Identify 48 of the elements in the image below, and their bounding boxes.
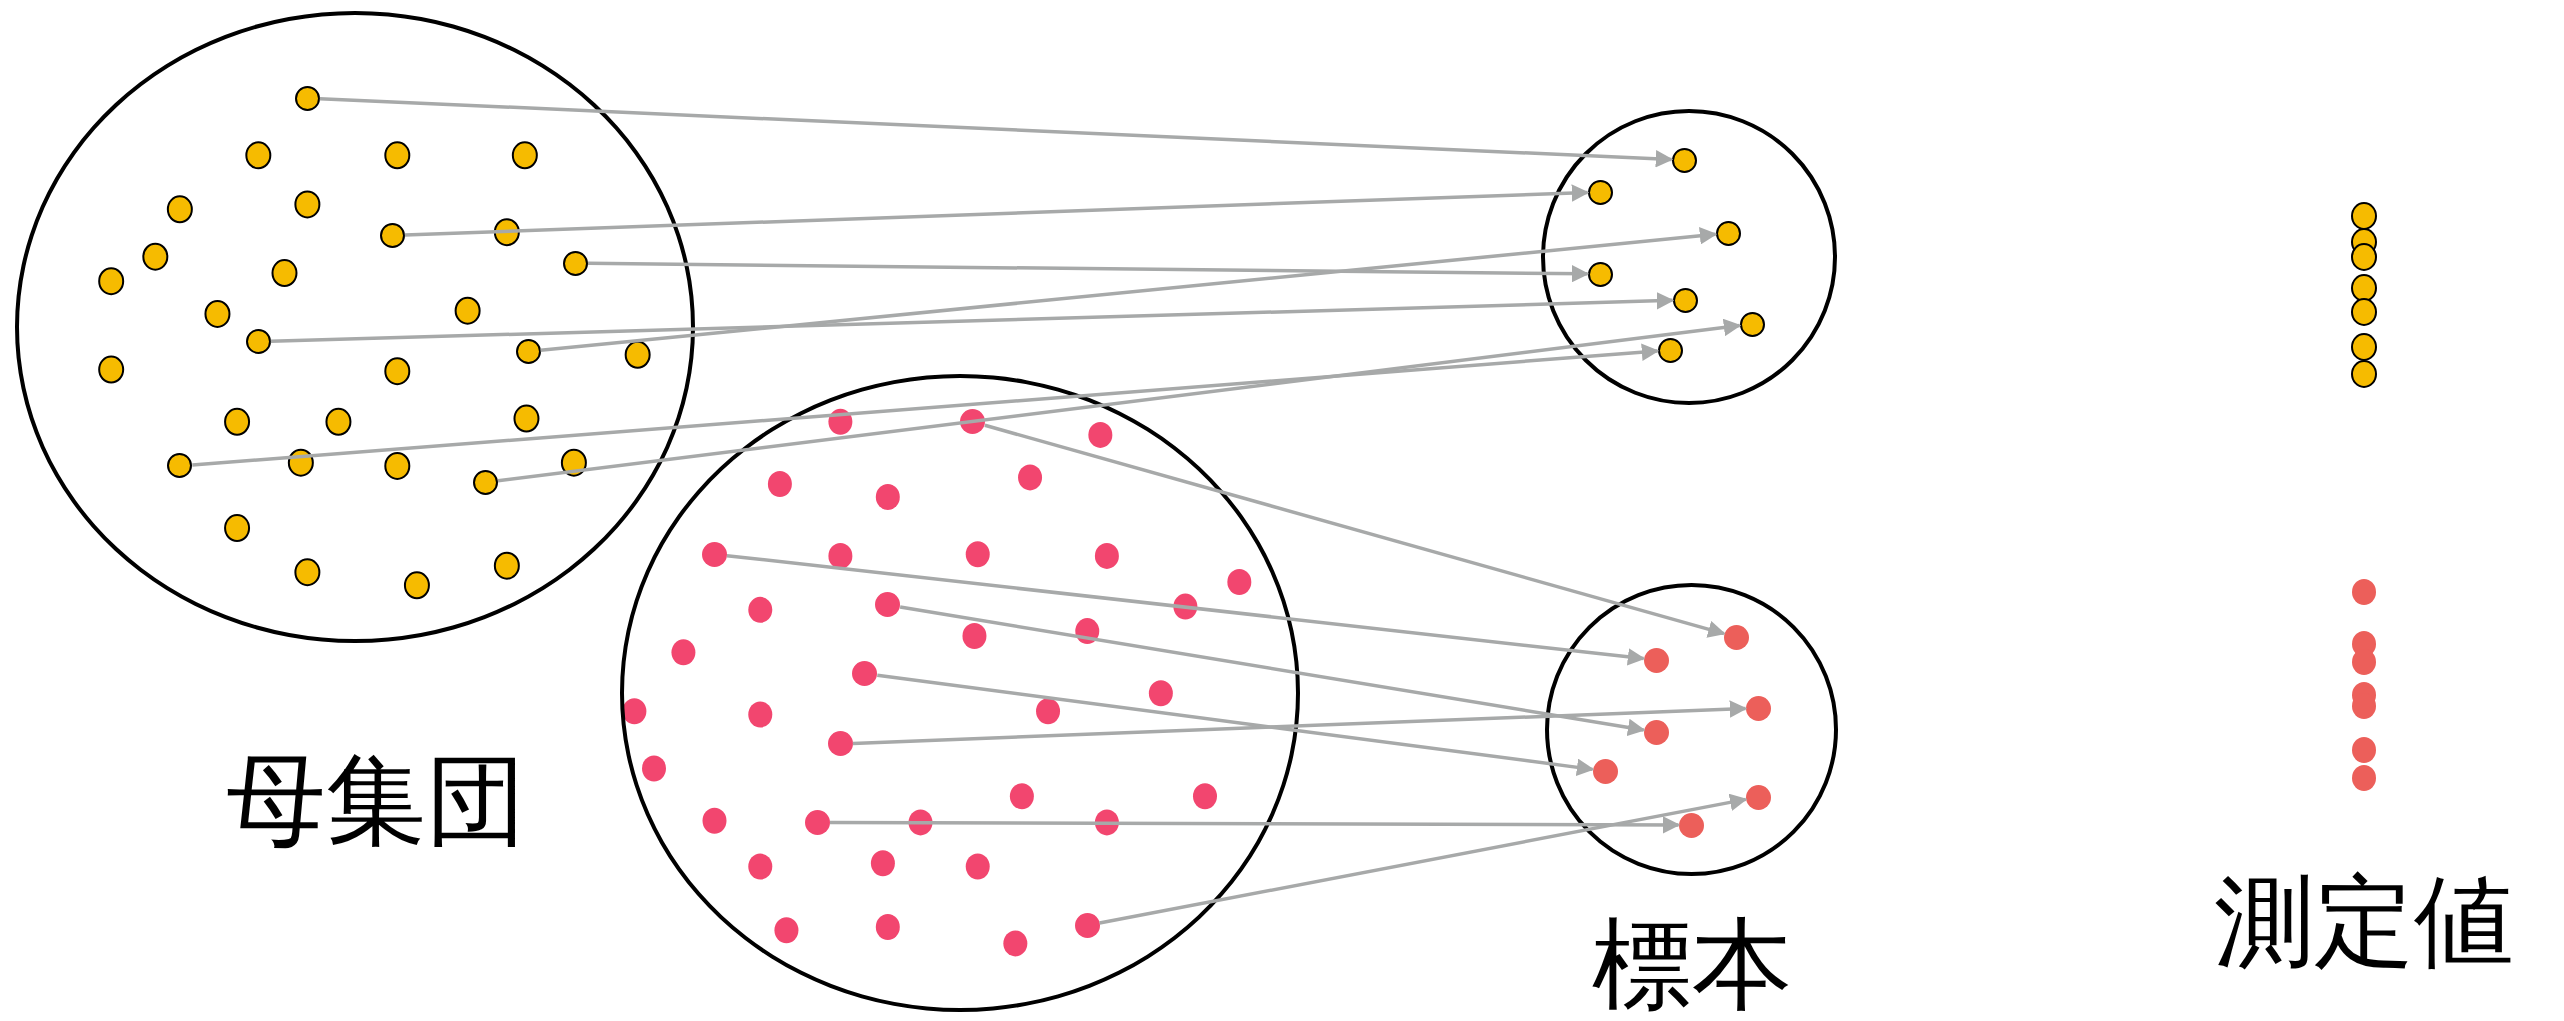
dot — [1643, 719, 1669, 745]
dot — [1745, 695, 1771, 721]
dot — [827, 731, 853, 757]
dot — [1723, 624, 1749, 650]
dot — [1672, 287, 1698, 313]
population-ellipse — [15, 11, 695, 643]
dot — [245, 329, 271, 355]
dot — [515, 339, 541, 364]
dot — [1643, 647, 1669, 673]
dot — [1587, 179, 1613, 205]
dot — [1745, 784, 1771, 810]
caption-label: 測定値 — [2214, 872, 2514, 972]
dot — [294, 85, 320, 111]
dot — [473, 469, 499, 495]
dot — [1657, 337, 1683, 363]
population-ellipse — [620, 374, 1300, 1012]
caption-label: 母集団 — [226, 751, 526, 851]
arrow — [270, 292, 1675, 344]
arrow — [877, 673, 1595, 776]
arrow — [404, 184, 1590, 237]
dot — [1715, 220, 1741, 246]
dot — [805, 809, 830, 835]
dot — [875, 592, 901, 618]
arrow — [830, 816, 1681, 834]
arrow — [899, 605, 1646, 736]
dot — [167, 453, 193, 479]
arrow — [319, 96, 1674, 168]
dot — [1587, 261, 1613, 287]
sample-circle — [1541, 109, 1837, 405]
arrow — [588, 261, 1590, 283]
dot — [1678, 812, 1704, 838]
dot — [379, 222, 405, 248]
arrow — [984, 423, 1726, 638]
caption-label: 標本 — [1592, 915, 1792, 1015]
dot — [1074, 912, 1100, 938]
dot — [852, 661, 878, 687]
dot — [563, 250, 588, 276]
sample-circle — [1544, 582, 1838, 876]
dot — [1592, 758, 1618, 784]
arrow — [192, 343, 1660, 467]
dot — [1671, 147, 1697, 173]
dot — [702, 541, 727, 567]
arrow — [852, 700, 1748, 746]
arrow — [726, 553, 1646, 666]
arrow — [540, 227, 1718, 353]
arrow — [497, 318, 1742, 483]
dot — [1739, 311, 1765, 337]
arrow — [1099, 793, 1748, 925]
